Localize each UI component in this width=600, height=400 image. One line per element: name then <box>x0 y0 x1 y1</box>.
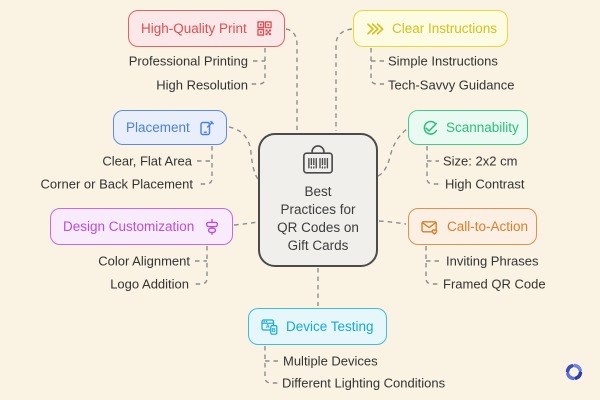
title-line: Practices for <box>280 202 356 218</box>
whimsical-pinwheel-logo[interactable] <box>563 361 585 383</box>
title-line: Gift Cards <box>287 237 349 253</box>
branch-label: Design Customization <box>63 219 195 234</box>
sub-item[interactable]: Framed QR Code <box>443 276 546 292</box>
sub-item[interactable]: Multiple Devices <box>283 353 378 369</box>
sub-item[interactable]: Color Alignment <box>98 253 190 269</box>
branch-box-call-to-action[interactable]: Call-to-Action <box>408 208 537 245</box>
ab-devices-icon: A B <box>261 318 278 335</box>
sub-item[interactable]: Inviting Phrases <box>446 253 539 269</box>
sub-item[interactable]: Professional Printing <box>128 53 248 69</box>
sub-item[interactable]: Corner or Back Placement <box>40 176 193 192</box>
gift-card-barcode-icon <box>299 145 337 176</box>
qr-code-icon <box>257 21 272 36</box>
title-line: Best <box>304 184 332 200</box>
sub-item[interactable]: Tech-Savvy Guidance <box>388 77 515 93</box>
sub-item[interactable]: Different Lighting Conditions <box>282 375 446 391</box>
triple-chevron-icon <box>366 21 384 37</box>
branch-label: Device Testing <box>286 319 374 334</box>
svg-text:B: B <box>272 328 276 334</box>
branch-box-clear-instructions[interactable]: Clear Instructions <box>353 10 508 47</box>
branch-box-design-customization[interactable]: Design Customization <box>50 208 233 245</box>
branch-label: Call-to-Action <box>447 219 529 234</box>
sub-item[interactable]: Clear, Flat Area <box>102 153 192 169</box>
sub-item[interactable]: Logo Addition <box>110 276 189 292</box>
central-topic-title: Best Practices for QR Codes on Gift Card… <box>277 183 359 254</box>
mail-heart-icon <box>421 219 439 235</box>
svg-text:A: A <box>266 324 270 330</box>
align-center-icon <box>204 218 220 235</box>
branch-box-scannability[interactable]: Scannability <box>408 110 528 145</box>
sub-item[interactable]: High Resolution <box>156 77 248 93</box>
branch-box-placement[interactable]: Placement <box>113 110 227 145</box>
central-topic-node[interactable]: Best Practices for QR Codes on Gift Card… <box>258 133 378 267</box>
branch-label: Clear Instructions <box>392 21 498 36</box>
branch-label: High-Quality Print <box>141 21 247 36</box>
sub-item[interactable]: High Contrast <box>445 176 525 192</box>
branch-box-device-testing[interactable]: A B Device Testing <box>248 308 387 345</box>
phone-edit-icon <box>198 120 214 136</box>
branch-box-high-quality-print[interactable]: High-Quality Print <box>128 10 285 47</box>
sub-item[interactable]: Size: 2x2 cm <box>443 153 518 169</box>
sub-item[interactable]: Simple Instructions <box>388 53 498 69</box>
branch-label: Placement <box>126 120 190 135</box>
eye-check-icon <box>421 120 438 136</box>
title-line: QR Codes on <box>277 220 359 235</box>
branch-label: Scannability <box>446 120 519 135</box>
